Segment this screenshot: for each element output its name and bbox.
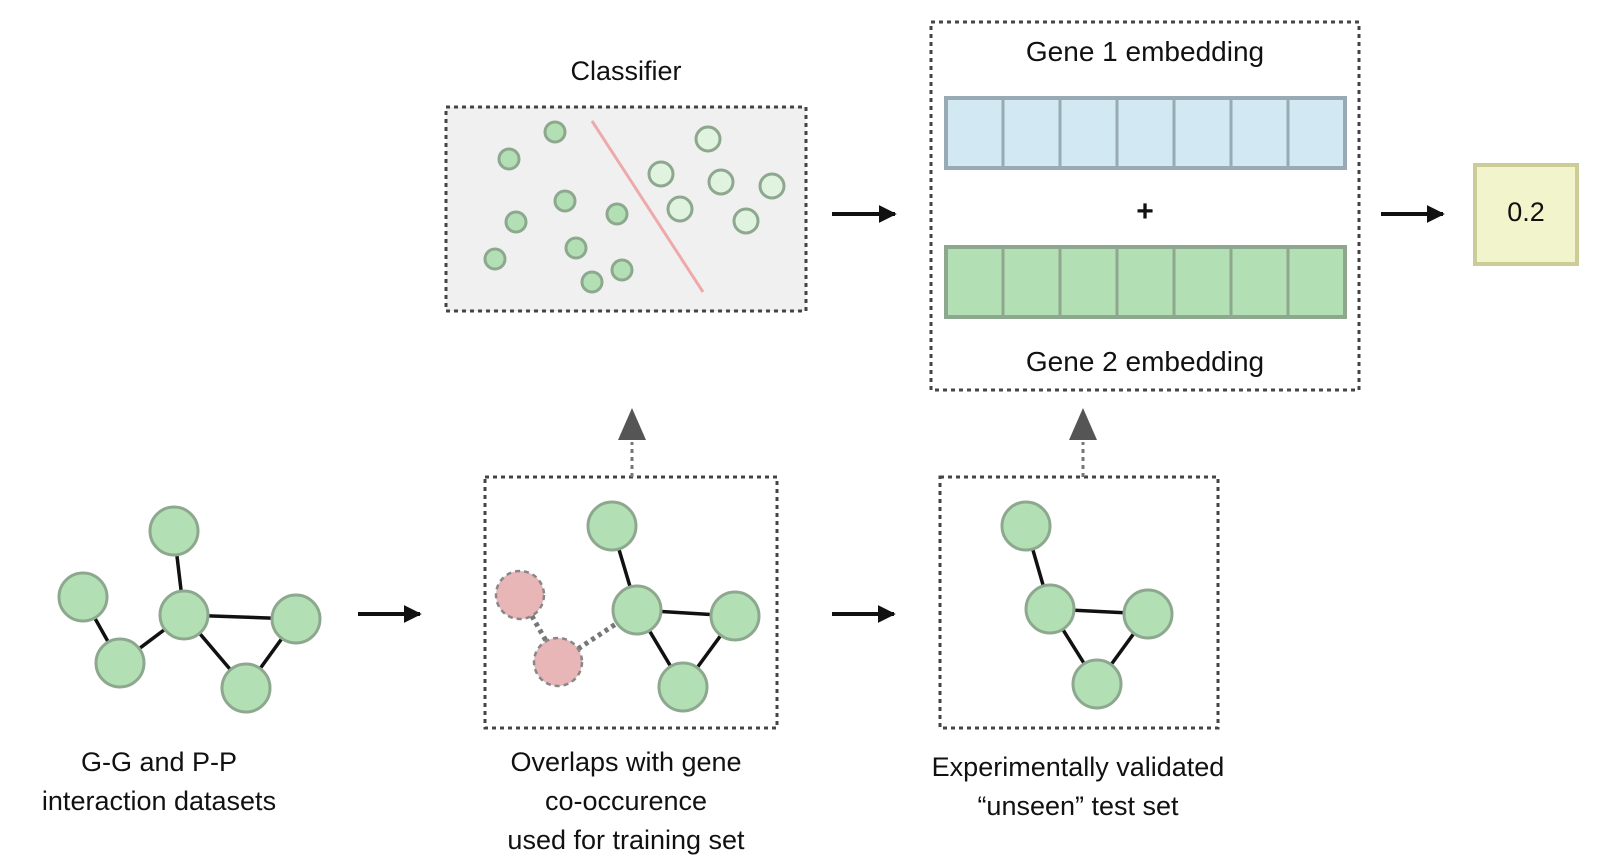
class-b-point [666, 195, 694, 223]
class-a-point [483, 247, 507, 271]
class-a-point [610, 258, 634, 282]
training-caption-line2: co-occurence [545, 786, 707, 816]
interaction-graph [57, 505, 322, 714]
graph-node [57, 571, 109, 623]
class-a-point [580, 270, 604, 294]
plus-sign: + [1136, 195, 1154, 228]
test-graph [1000, 500, 1174, 710]
graph-node [148, 505, 200, 557]
decision-boundary [590, 120, 705, 293]
class-a-point [504, 210, 528, 234]
gene2-embedding-label: Gene 2 embedding [1026, 346, 1264, 377]
score-value: 0.2 [1507, 197, 1545, 227]
class-a-point [605, 202, 629, 226]
dashed-arrow-head [618, 408, 646, 440]
class-a-point [553, 189, 577, 213]
test-caption-line2: “unseen” test set [977, 791, 1179, 821]
class-b-point [732, 207, 760, 235]
class-b-point [694, 125, 722, 153]
graph-node [1024, 583, 1076, 635]
training-caption-line3: used for training set [507, 825, 745, 855]
class-b-point [758, 172, 786, 200]
class-b-point [707, 168, 735, 196]
gene1-embedding-vector [944, 96, 1347, 170]
graph-node [158, 589, 210, 641]
graph-node [1071, 658, 1123, 710]
graph-node [1000, 500, 1052, 552]
graph-node [270, 593, 322, 645]
classifier-points [483, 120, 786, 294]
test-set-box [938, 475, 1220, 730]
datasets-caption-line1: G-G and P-P [81, 747, 237, 777]
training-graph [494, 500, 761, 713]
graph-node [611, 584, 663, 636]
graph-node [1122, 588, 1174, 640]
graph-node [220, 662, 272, 714]
class-a-point [543, 120, 567, 144]
dashed-arrow-head [1069, 408, 1097, 440]
removed-node [532, 636, 584, 688]
score-box [1473, 163, 1579, 266]
class-a-point [564, 236, 588, 260]
classifier-title: Classifier [570, 56, 681, 86]
class-a-point [497, 147, 521, 171]
gene1-embedding-label: Gene 1 embedding [1026, 36, 1264, 67]
graph-node [657, 661, 709, 713]
training-caption-line1: Overlaps with gene [510, 747, 741, 777]
datasets-caption-line2: interaction datasets [42, 786, 276, 816]
graph-node [586, 500, 638, 552]
graph-node [709, 590, 761, 642]
removed-node [494, 569, 546, 621]
test-caption-line1: Experimentally validated [932, 752, 1225, 782]
gene2-embedding-vector [944, 245, 1347, 319]
class-b-point [647, 160, 675, 188]
embedding-box [929, 20, 1361, 392]
graph-node [94, 637, 146, 689]
